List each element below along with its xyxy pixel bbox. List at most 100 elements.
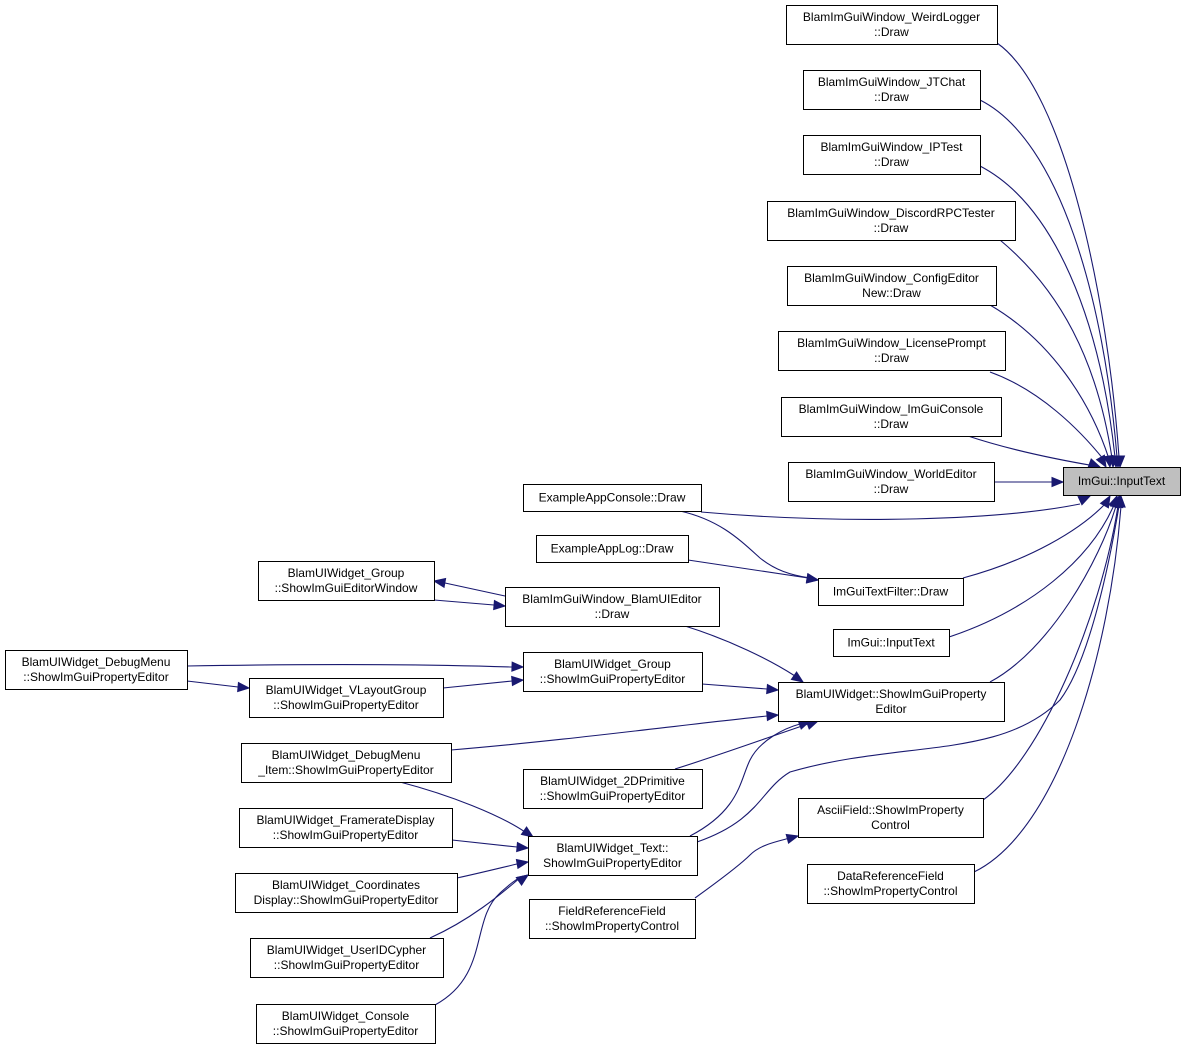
- node-box: [778, 682, 1005, 722]
- edge-line: [694, 837, 791, 899]
- node-box: [523, 652, 703, 692]
- node-label-line: BlamImGuiWindow_ConfigEditor: [804, 271, 979, 285]
- node-worldeditor[interactable]: BlamImGuiWindow_WorldEditor::Draw: [788, 462, 995, 502]
- edge-text_prop-to-uiwidget_prop: [689, 720, 812, 837]
- edge-coordinates-to-text_prop: [456, 858, 530, 879]
- node-box: [798, 798, 984, 838]
- edge-textfilter-to-root: [962, 494, 1111, 579]
- edge-line: [989, 505, 1117, 683]
- node-textfilter[interactable]: ImGuiTextFilter::Draw: [818, 578, 964, 606]
- node-iptest[interactable]: BlamImGuiWindow_IPTest::Draw: [803, 135, 981, 175]
- node-imguiconsole[interactable]: BlamImGuiWindow_ImGuiConsole::Draw: [781, 397, 1002, 437]
- node-box: [786, 5, 998, 45]
- node-label-line: ::ShowImGuiPropertyEditor: [540, 789, 685, 803]
- node-box: [528, 836, 698, 876]
- node-label-line: ::ShowImGuiEditorWindow: [275, 581, 418, 595]
- node-box: [778, 331, 1006, 371]
- edge-line: [687, 559, 809, 579]
- edge-arrowhead: [1095, 454, 1107, 469]
- edge-arrowhead: [516, 841, 530, 853]
- edge-line: [979, 99, 1118, 458]
- edge-exampleconsole-to-root: [700, 495, 1092, 520]
- edge-uiwidget_prop-to-root: [989, 494, 1121, 683]
- edge-line: [973, 505, 1122, 873]
- node-label-line: ::Draw: [874, 155, 909, 169]
- node-label-line: BlamUIWidget::ShowImGuiProperty: [796, 687, 987, 701]
- node-label-line: ::ShowImGuiPropertyEditor: [540, 672, 685, 686]
- node-uiwidget_prop[interactable]: BlamUIWidget::ShowImGuiPropertyEditor: [778, 682, 1005, 722]
- node-jtchat[interactable]: BlamImGuiWindow_JTChat::Draw: [803, 70, 981, 110]
- node-box: [781, 397, 1002, 437]
- node-weirdlogger[interactable]: BlamImGuiWindow_WeirdLogger::Draw: [786, 5, 998, 45]
- node-discord[interactable]: BlamImGuiWindow_DiscordRPCTester::Draw: [767, 201, 1016, 241]
- node-box: [767, 201, 1016, 241]
- node-label-line: ::Draw: [595, 607, 630, 621]
- edge-line: [186, 664, 513, 668]
- node-debugmenu[interactable]: BlamUIWidget_DebugMenu::ShowImGuiPropert…: [5, 650, 188, 690]
- edge-arrowhead: [432, 577, 447, 589]
- nodes-layer: ImGui::InputText BlamImGuiWindow_WeirdLog…: [5, 5, 1181, 1044]
- node-label-line: Display::ShowImGuiPropertyEditor: [254, 893, 439, 907]
- edge-debugmenu-to-group_prop: [186, 661, 525, 672]
- edge-arrowhead: [515, 874, 530, 886]
- node-box: [803, 135, 981, 175]
- node-box: [5, 650, 188, 690]
- node-label-line: DataReferenceField: [837, 869, 944, 883]
- edge-arrowhead: [766, 710, 780, 722]
- node-label-line: BlamImGuiWindow_BlamUIEditor: [522, 592, 701, 606]
- edge-debugmenu_item-to-uiwidget_prop: [450, 710, 780, 751]
- node-label-line: ::ShowImPropertyControl: [823, 884, 957, 898]
- edge-line: [399, 781, 526, 833]
- node-label-line: ::Draw: [874, 221, 909, 235]
- edge-line: [962, 503, 1106, 579]
- node-primitive2d[interactable]: BlamUIWidget_2DPrimitive::ShowImGuiPrope…: [523, 769, 703, 809]
- node-asciifield[interactable]: AsciiField::ShowImPropertyControl: [798, 798, 984, 838]
- edge-line: [429, 876, 522, 939]
- node-label-line: ::Draw: [874, 417, 909, 431]
- node-fieldreference[interactable]: FieldReferenceField::ShowImPropertyContr…: [529, 899, 696, 939]
- node-root[interactable]: ImGui::InputText: [1063, 467, 1181, 496]
- node-label-line: BlamUIWidget_VLayoutGroup: [266, 683, 427, 697]
- node-datareference[interactable]: DataReferenceField::ShowImPropertyContro…: [807, 864, 975, 904]
- node-box: [258, 561, 435, 601]
- node-box: [807, 864, 975, 904]
- node-label-line: BlamImGuiWindow_JTChat: [818, 75, 966, 89]
- edge-line: [696, 505, 1120, 843]
- node-examplelog[interactable]: ExampleAppLog::Draw: [536, 535, 689, 563]
- edge-framerate-to-text_prop: [451, 839, 530, 853]
- node-blamuieditor[interactable]: BlamImGuiWindow_BlamUIEditor::Draw: [505, 587, 720, 627]
- node-inputtext2[interactable]: ImGui::InputText: [833, 629, 950, 657]
- node-label-line: _Item::ShowImGuiPropertyEditor: [257, 763, 433, 777]
- node-label-line: BlamImGuiWindow_ImGuiConsole: [799, 402, 984, 416]
- node-label-line: BlamUIWidget_DebugMenu: [22, 655, 171, 669]
- edge-fieldreference-to-asciifield: [694, 833, 800, 899]
- node-box: [523, 769, 703, 809]
- edge-console_prop-to-text_prop: [434, 874, 530, 1006]
- node-coordinates[interactable]: BlamUIWidget_CoordinatesDisplay::ShowImG…: [235, 873, 458, 913]
- node-label-line: Editor: [875, 702, 906, 716]
- node-group_editorwindow[interactable]: BlamUIWidget_Group::ShowImGuiEditorWindo…: [258, 561, 435, 601]
- node-console_prop[interactable]: BlamUIWidget_Console::ShowImGuiPropertyE…: [256, 1004, 436, 1044]
- node-label-line: BlamImGuiWindow_WorldEditor: [805, 467, 976, 481]
- edge-line: [442, 680, 513, 689]
- node-exampleconsole[interactable]: ExampleAppConsole::Draw: [523, 484, 702, 512]
- edge-arrowhead: [1115, 494, 1126, 508]
- node-group_prop[interactable]: BlamUIWidget_Group::ShowImGuiPropertyEdi…: [523, 652, 703, 692]
- node-box: [239, 808, 453, 848]
- node-text_prop[interactable]: BlamUIWidget_Text::ShowImGuiPropertyEdit…: [528, 836, 698, 876]
- node-framerate[interactable]: BlamUIWidget_FramerateDisplay::ShowImGui…: [239, 808, 453, 848]
- edge-line: [989, 371, 1105, 461]
- node-label-line: New::Draw: [862, 286, 921, 300]
- node-vlayoutgroup[interactable]: BlamUIWidget_VLayoutGroup::ShowImGuiProp…: [249, 678, 444, 718]
- edge-asciifield-to-root: [982, 494, 1124, 801]
- edge-arrowhead: [1099, 494, 1111, 509]
- node-license[interactable]: BlamImGuiWindow_LicensePrompt::Draw: [778, 331, 1006, 371]
- node-debugmenu_item[interactable]: BlamUIWidget_DebugMenu_Item::ShowImGuiPr…: [241, 743, 452, 783]
- node-label-line: BlamImGuiWindow_IPTest: [820, 140, 963, 154]
- node-useridcypher[interactable]: BlamUIWidget_UserIDCypher::ShowImGuiProp…: [250, 938, 444, 978]
- node-label-line: ::ShowImGuiPropertyEditor: [23, 670, 168, 684]
- edge-line: [684, 625, 796, 677]
- node-label-line: ::Draw: [874, 90, 909, 104]
